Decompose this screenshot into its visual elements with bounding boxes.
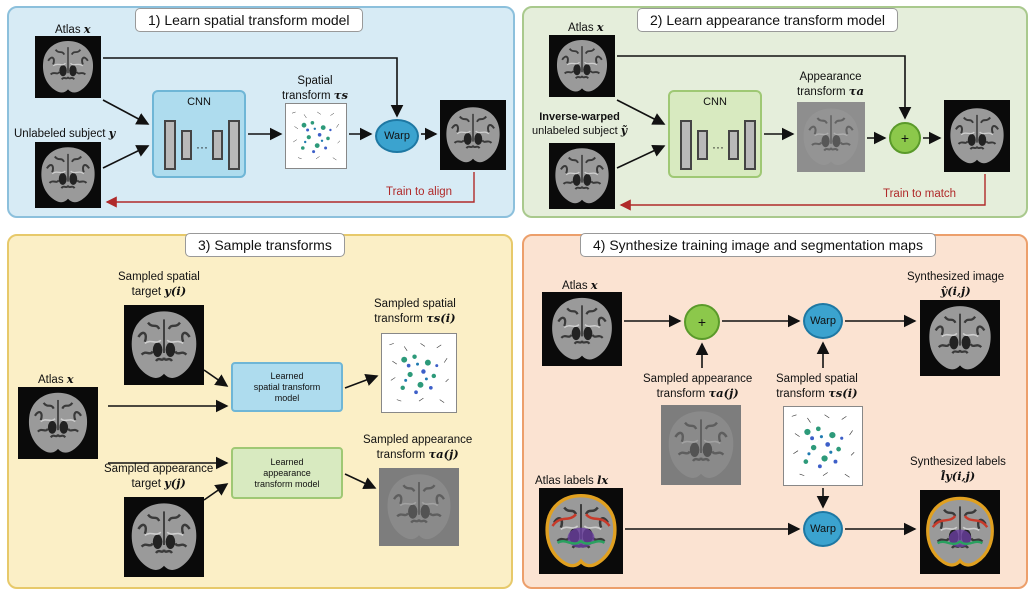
p4-warp-top: Warp <box>803 303 843 339</box>
p1-spatial-transform-image <box>285 103 347 169</box>
p3-out-spatial-image <box>381 333 457 413</box>
p1-cnn-block: CNN ··· <box>152 90 246 178</box>
p2-appearance-transform-image <box>797 102 865 172</box>
panel3-title: 3) Sample transforms <box>185 233 345 257</box>
p1-warp-button: Warp <box>375 119 419 153</box>
p2-cnn-layer <box>728 130 739 160</box>
p3-out-appearance-image <box>379 468 459 546</box>
p2-output-image <box>944 100 1010 172</box>
p2-cnn-label: CNN <box>703 96 727 108</box>
p2-plus-op: + <box>889 122 921 154</box>
p2-cnn-dots: ··· <box>712 140 724 154</box>
p2-cnn-layer <box>744 120 756 170</box>
p3-atlas-image <box>18 387 98 459</box>
panel1-title: 1) Learn spatial transform model <box>135 8 363 32</box>
p1-atlas-image <box>35 36 101 98</box>
p1-atlas-label: Atlas x <box>55 22 91 36</box>
p3-atlas-label: Atlas x <box>38 372 74 386</box>
p1-cnn-layer <box>212 130 223 160</box>
p1-cnn-label: CNN <box>187 96 211 108</box>
p2-atlas-image <box>549 35 615 97</box>
p2-cnn-block: CNN ··· <box>668 90 762 178</box>
p4-warp-bottom: Warp <box>803 511 843 547</box>
p4-synth-labels-image <box>920 490 1000 574</box>
p4-warp-bottom-label: Warp <box>810 523 836 535</box>
p4-atlas-image <box>542 292 622 366</box>
p2-feedback-label: Train to match <box>883 188 957 200</box>
p2-subject-image <box>549 143 615 209</box>
p4-atlas-label: Atlas x <box>562 278 598 292</box>
panel4-title: 4) Synthesize training image and segment… <box>580 233 936 257</box>
p1-feedback-label: Train to align <box>386 186 453 198</box>
p1-cnn-dots: ··· <box>196 140 208 154</box>
p1-subject-image <box>35 142 101 208</box>
p1-cnn-layer <box>181 130 192 160</box>
p4-synth-image <box>920 300 1000 376</box>
p4-warp-top-label: Warp <box>810 315 836 327</box>
p4-plus-op: + <box>684 304 720 340</box>
p1-warp-label: Warp <box>384 130 410 142</box>
panel2-title: 2) Learn appearance transform model <box>637 8 899 32</box>
p2-atlas-label: Atlas x <box>568 20 604 34</box>
p4-plus-label: + <box>697 314 707 330</box>
p4-app-transform-image <box>661 405 741 485</box>
p2-cnn-layer <box>680 120 692 170</box>
p4-atlas-labels-image <box>539 488 623 574</box>
p3-appearance-target-image <box>124 497 204 577</box>
p1-cnn-layer <box>228 120 240 170</box>
p2-cnn-layer <box>697 130 708 160</box>
p3-spatial-target-image <box>124 305 204 385</box>
p4-atlas-labels-label: Atlas labels lx <box>535 473 609 487</box>
p1-output-image <box>440 100 506 170</box>
p2-plus-label: + <box>900 130 910 146</box>
p4-spatial-transform-image <box>783 406 863 486</box>
p1-subject-label: Unlabeled subject y <box>14 126 116 140</box>
p1-cnn-layer <box>164 120 176 170</box>
